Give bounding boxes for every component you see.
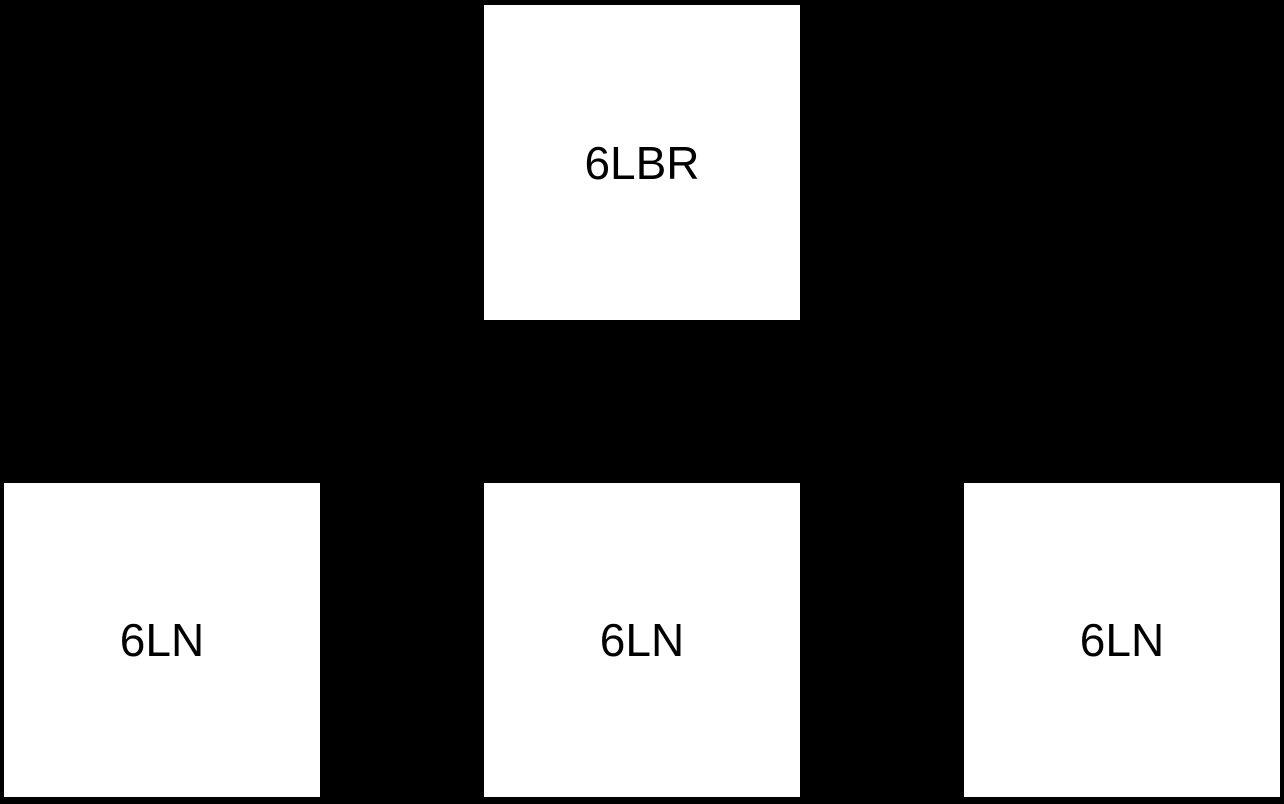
node-6ln-right-label: 6LN: [1079, 614, 1165, 666]
node-6ln-center-label: 6LN: [599, 614, 685, 666]
node-6lbr: 6LBR: [484, 5, 800, 320]
node-6ln-left-label: 6LN: [119, 614, 205, 666]
node-6ln-right: 6LN: [964, 483, 1280, 797]
node-6lbr-label: 6LBR: [584, 136, 700, 189]
node-6ln-left: 6LN: [4, 483, 320, 797]
node-6ln-center: 6LN: [484, 483, 800, 797]
